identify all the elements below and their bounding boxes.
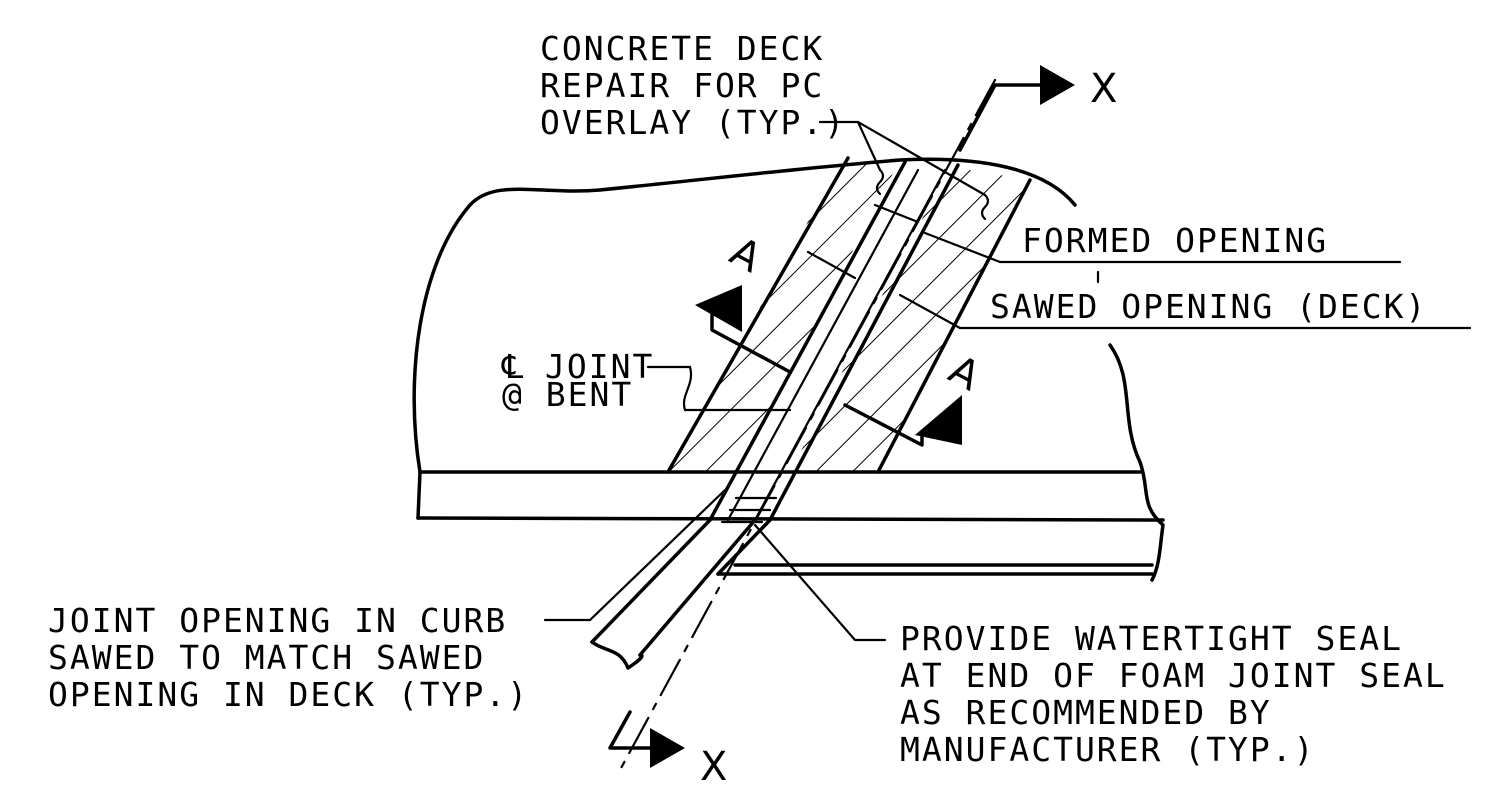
cl-joint-text: JOINT — [545, 347, 654, 386]
cl-bent-text: @ BENT — [502, 375, 633, 414]
sawed-arrow-left — [806, 250, 857, 280]
repair-label-line-1: CONCRETE DECK — [540, 29, 824, 68]
section-x-bottom-label: X — [700, 744, 727, 790]
centerline-symbol-icon: ℄ — [501, 347, 525, 386]
section-a-left-arrow — [695, 285, 742, 332]
section-a-left-label: A — [723, 229, 769, 283]
section-a-right-leader — [843, 403, 924, 447]
curb-label-line-2: SAWED TO MATCH SAWED — [48, 638, 485, 677]
seal-label-line-1: PROVIDE WATERTIGHT SEAL — [900, 619, 1403, 658]
repair-label-line-2: REPAIR FOR PC — [540, 66, 824, 105]
seal-leader — [753, 523, 887, 642]
seal-label-line-2: AT END OF FOAM JOINT SEAL — [900, 656, 1447, 695]
section-a-right-label: A — [941, 347, 987, 401]
curb-joint-leader — [543, 488, 727, 622]
sawed-leader — [898, 293, 962, 330]
curb-joint-left — [590, 518, 712, 644]
deck-break-right — [1108, 343, 1165, 582]
repair-boundary-right — [876, 178, 1032, 474]
formed-arrow-left — [873, 203, 920, 224]
section-x-bottom-leader — [608, 710, 652, 750]
curb-label-line-1: JOINT OPENING IN CURB — [48, 601, 507, 640]
cl-joint-label: ℄ JOINT @ BENT — [501, 347, 654, 414]
section-x-bottom-arrow — [650, 728, 685, 768]
sawed-opening-label: SAWED OPENING (DECK) — [990, 287, 1427, 326]
curb-joint-right-2 — [638, 518, 757, 657]
repair-leader — [818, 120, 987, 197]
cl-joint-leader — [646, 365, 792, 412]
curb-joint-right — [716, 518, 772, 576]
curb-break-line — [590, 640, 644, 670]
repair-label-line-3: OVERLAY (TYP.) — [540, 103, 846, 142]
sawed-opening-right — [768, 163, 960, 522]
formed-opening-left — [726, 168, 920, 522]
curb-joint-label: JOINT OPENING IN CURB SAWED TO MATCH SAW… — [48, 601, 529, 714]
sawed-opening-left — [708, 160, 907, 522]
repair-label: CONCRETE DECK REPAIR FOR PC OVERLAY (TYP… — [540, 29, 846, 142]
seal-label: PROVIDE WATERTIGHT SEAL AT END OF FOAM J… — [900, 619, 1447, 769]
seal-label-line-3: AS RECOMMENDED BY — [900, 693, 1272, 732]
curb-label-line-3: OPENING IN DECK (TYP.) — [48, 675, 529, 714]
repair-squiggle-1 — [875, 168, 885, 196]
formed-leader — [923, 231, 1002, 264]
section-x-top-leader — [958, 83, 1042, 152]
seal-label-line-4: MANUFACTURER (TYP.) — [900, 730, 1316, 769]
deck-edge-left — [416, 470, 422, 520]
repair-boundary-left — [666, 156, 850, 474]
curb-top — [416, 516, 1165, 522]
deck-outline — [412, 157, 1077, 474]
section-a-left-leader — [710, 308, 792, 374]
repair-squiggle-2 — [980, 193, 990, 221]
section-a-right-arrow — [915, 395, 962, 445]
section-x-top-label: X — [1090, 66, 1117, 112]
formed-opening-label: FORMED OPENING — [1022, 221, 1328, 260]
repair-hatch-zone — [668, 158, 1030, 472]
section-x-top-arrow — [1040, 65, 1075, 105]
